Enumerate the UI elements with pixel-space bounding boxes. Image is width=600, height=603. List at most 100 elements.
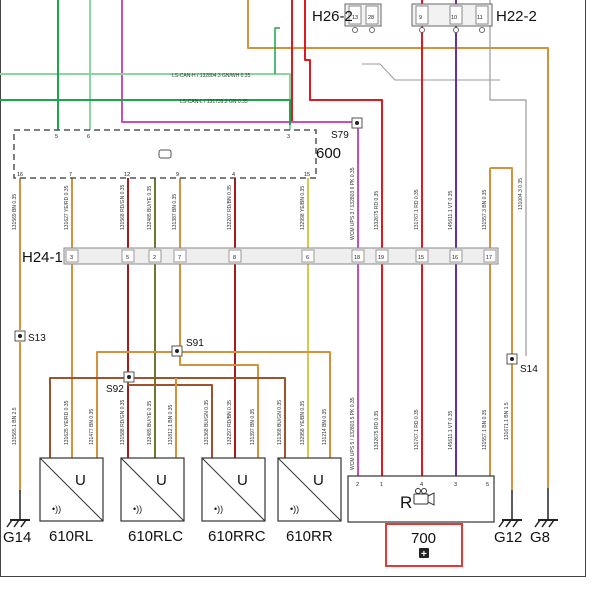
wire-label: 132297 RD/BN 0.35 (227, 400, 233, 445)
module-600-pin: 16 (17, 172, 23, 178)
camera-pin: 2 (356, 482, 359, 488)
sensor-610rr[interactable]: U •)) 610RR (277, 457, 342, 545)
ground-g12-label: G12 (494, 529, 522, 546)
h22-2-label: H22-2 (496, 8, 537, 25)
h24-1-pin-box (449, 249, 463, 263)
connector-h24-1[interactable]: H24-1 3 5 2 7 8 6 18 19 15 16 17 (22, 247, 499, 266)
ground-hatch (548, 519, 555, 528)
expand-icon-glyph: + (421, 549, 427, 560)
sensor-diagonal (201, 457, 266, 522)
wire-label: WCM UPS 3 / 132803.6 PK 0.35 (350, 167, 356, 240)
wire-label: 132485 BU/YE 0.35 (147, 401, 153, 445)
camera-pin: 3 (454, 482, 457, 488)
ground-hatch (20, 519, 27, 528)
s91-label: S91 (186, 338, 204, 349)
wire-label: 131568 RD/GN 0.35 (120, 184, 126, 230)
sensor-610rl-letter: U (75, 472, 86, 489)
h24-1-pin: 8 (233, 255, 236, 261)
sensor-610rl[interactable]: U •)) 610RL (39, 457, 104, 545)
s14-dot (510, 357, 514, 361)
h24-1-pin-box (483, 249, 497, 263)
ultrasonic-wave-icon: •)) (52, 504, 61, 514)
sensor-610rlc-id: 610RLC (128, 528, 183, 545)
splice-s14[interactable]: S14 (506, 353, 538, 375)
wire-g12 (490, 167, 513, 490)
h26-2-pin-box (365, 5, 379, 25)
camera-icon-lens (427, 492, 435, 506)
module-600-pin: 12 (124, 172, 130, 178)
module-600-bus-pin: 5 (55, 134, 58, 140)
wire-s91-rrc (179, 352, 259, 460)
wire-label: 131812.1 BN 0.35 (168, 404, 174, 445)
ground-hatch (534, 519, 541, 528)
h24-1-pin-box (351, 249, 365, 263)
camera-icon-reel (421, 488, 427, 494)
wire-label: 131557.1 BN 0.35 (482, 409, 488, 450)
splice-s13[interactable]: S13 (14, 330, 46, 344)
wire-label: 131671.1 BN 1.5 (504, 402, 510, 440)
splice-s79[interactable]: S79 (331, 117, 363, 141)
module-600-pin: 9 (176, 172, 179, 178)
wire-gray-s14 (489, 0, 527, 356)
ground-hatch (541, 519, 548, 528)
s79-dot (355, 121, 359, 125)
h24-1-pin: 2 (153, 255, 156, 261)
sensor-610rr-letter: U (313, 472, 324, 489)
can-h-label: LS-CAN-H / 132804.3 GN/WH 0.35 (172, 73, 251, 79)
h24-1-pin: 15 (418, 255, 424, 261)
h26-2-label: H26-2 (312, 8, 353, 25)
module-600[interactable]: 600 5 6 3 16 7 12 9 4 15 (13, 129, 341, 179)
h24-1-pin-box (121, 249, 135, 263)
wire-label: 132207 RD/BN 0.35 (227, 185, 233, 230)
h24-1-pin-box (65, 249, 79, 263)
sensor-610rlc-letter: U (156, 472, 167, 489)
splice-s92[interactable]: S92 (106, 371, 135, 395)
wire-labels-lower: 131565.1 BN 2.5 131625 YE/RD 0.35 131477… (12, 397, 510, 470)
wire-label: 145611.1 VT 0.35 (448, 410, 454, 450)
connector-h26-2[interactable]: 13 28 H26-2 (312, 3, 382, 33)
expand-icon[interactable] (419, 548, 429, 558)
h26-2-pin-dot (369, 27, 375, 33)
ground-g8[interactable]: G8 (530, 488, 558, 546)
sensor-610rl-id: 610RL (49, 528, 93, 545)
wire-label: 131368 BU/GN 0.35 (204, 400, 210, 445)
ground-g12[interactable]: G12 (494, 490, 522, 546)
wire-label: 131569 BN 0.35 (12, 194, 18, 230)
h22-2-pin-box (449, 5, 463, 25)
h24-1-pin-box (228, 249, 242, 263)
camera-letter: R (400, 493, 412, 512)
camera-700-id-box[interactable]: 700 + (385, 523, 463, 567)
ultrasonic-wave-icon: •)) (214, 504, 223, 514)
sensor-610rrc[interactable]: U •)) 610RRC (201, 457, 266, 545)
wire-pink-upper (121, 0, 359, 250)
wire-label: 131214 BN 0.35 (322, 409, 328, 445)
connector-h22-2[interactable]: 9 10 11 H22-2 (411, 3, 537, 33)
ground-hatch (505, 519, 512, 528)
wire-brown-top-g8 (247, 0, 549, 488)
ultrasonic-wave-icon: •)) (290, 504, 299, 514)
wire-s91-bus (96, 351, 331, 460)
h24-1-pin-box (415, 249, 429, 263)
module-600-pin: 4 (232, 172, 235, 178)
wire-label: 132958 YE/BN 0.35 (300, 401, 306, 445)
wire-label: WCM UPS 5 / 132803.5 PK 0.35 (350, 397, 356, 470)
ground-g14[interactable]: G14 (3, 490, 31, 546)
sensor-610rrc-letter: U (237, 472, 248, 489)
s13-dot (18, 334, 22, 338)
module-600-outline (13, 129, 317, 179)
h24-1-pin: 17 (486, 255, 492, 261)
h24-1-pin: 16 (452, 255, 458, 261)
wire-label: 1332675 RD 0.35 (374, 191, 380, 230)
h26-2-pin-dot (352, 27, 358, 33)
wire-label: 131368 BU/GN 0.35 (277, 400, 283, 445)
wire-label: 132485 BU/YE 0.35 (147, 186, 153, 230)
h22-2-pin: 11 (477, 15, 483, 21)
wire-label: 132998 YE/BN 0.35 (300, 186, 306, 230)
splice-s91[interactable]: S91 (171, 338, 204, 357)
h26-2-pin: 13 (352, 15, 358, 21)
sensor-610rlc[interactable]: U •)) 610RLC (120, 457, 185, 545)
s91-dot (175, 349, 179, 353)
h24-1-label: H24-1 (22, 249, 63, 266)
camera-700[interactable]: 2 1 4 3 5 R (347, 475, 495, 523)
wire-green-tail (274, 27, 280, 74)
